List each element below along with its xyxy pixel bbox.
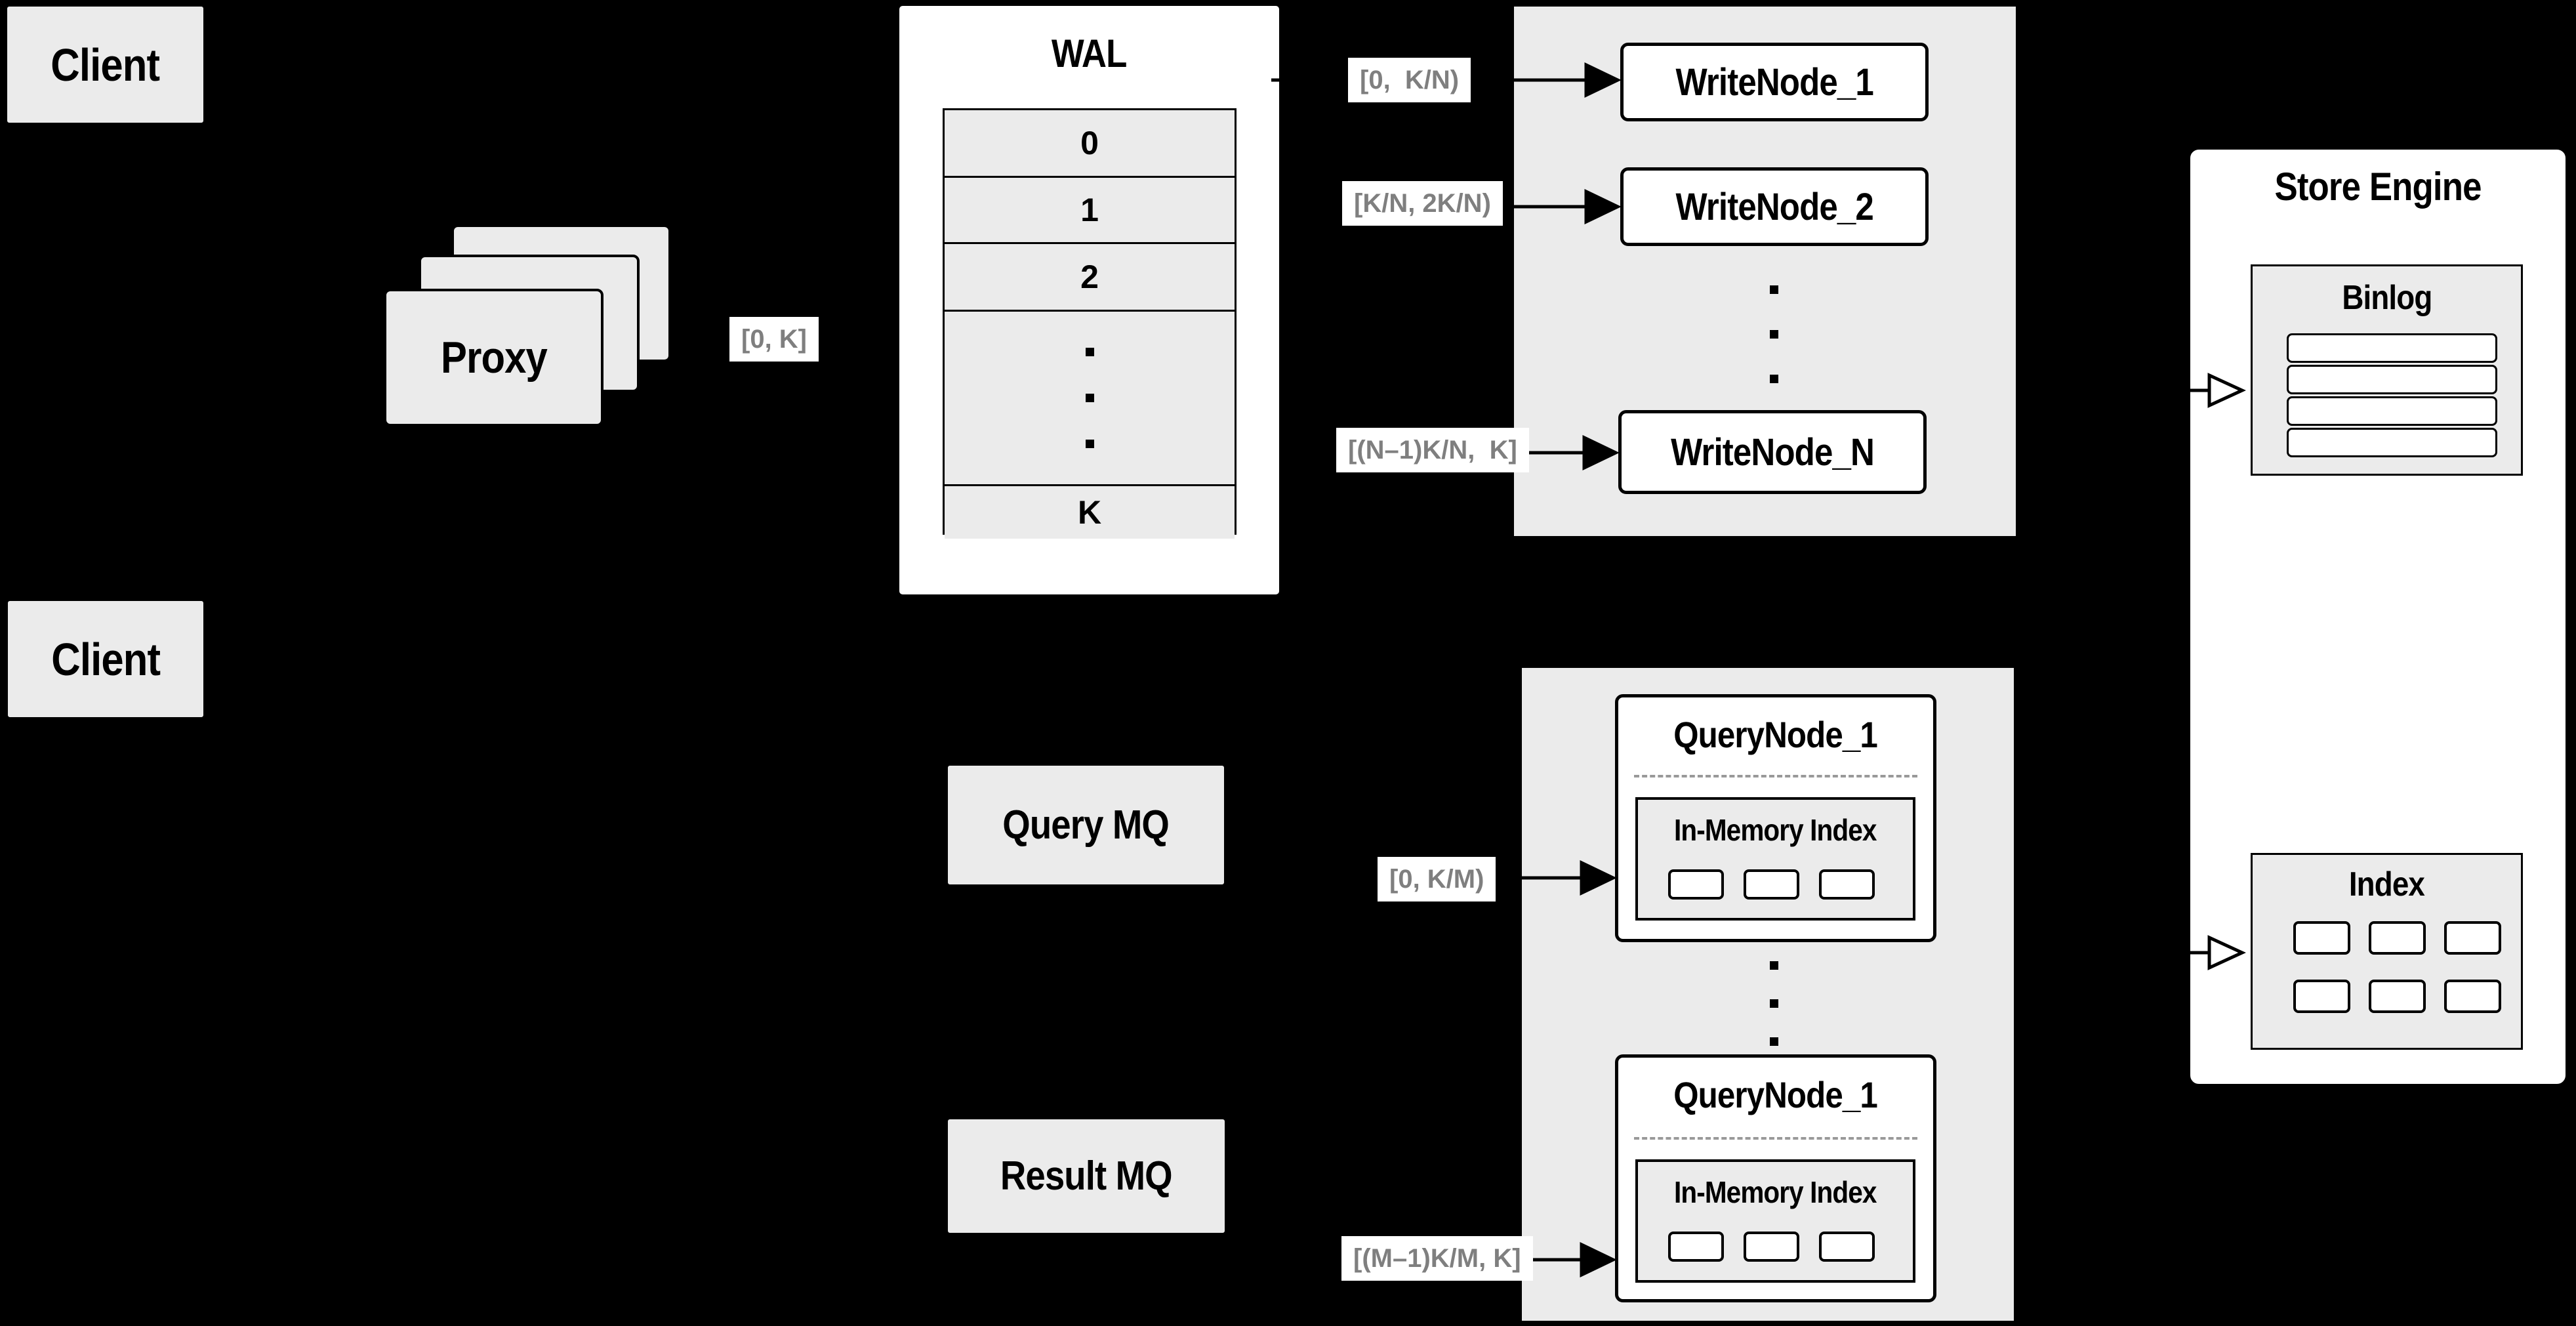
ellipsis-dot <box>1085 348 1094 356</box>
binlog-box: Binlog <box>2251 264 2523 476</box>
query-node-bottom-in-memory-index: In-Memory Index <box>1635 1159 1915 1283</box>
result-mq-label: Result MQ <box>1000 1153 1173 1199</box>
ellipsis-dot <box>1085 394 1094 402</box>
wal-row-ellipsis <box>945 310 1235 484</box>
segment-cell <box>1668 869 1724 900</box>
ellipsis-dot <box>1085 440 1094 448</box>
binlog-row <box>2287 365 2497 394</box>
wal-box: WAL 0 1 2 K <box>897 4 1281 596</box>
segment-cell <box>1668 1232 1724 1262</box>
write-node-2-box: WriteNode_2 <box>1620 167 1929 246</box>
query-node-bottom-box: QueryNode_1 In-Memory Index <box>1615 1054 1936 1302</box>
write-node-1-label: WriteNode_1 <box>1675 60 1873 104</box>
write-node-1-box: WriteNode_1 <box>1620 43 1929 121</box>
segment-cell <box>1744 1232 1799 1262</box>
ellipsis-dot <box>1770 330 1778 339</box>
wal-table: 0 1 2 K <box>943 108 1237 539</box>
chip-write-node-2: [K/N, 2K/N) <box>1342 181 1503 226</box>
query-node-top-title: QueryNode_1 <box>1673 713 1879 755</box>
ellipsis-dot <box>1770 1037 1778 1046</box>
chip-query-node-1: [0, K/M) <box>1378 857 1496 901</box>
binlog-title-wrap: Binlog <box>2253 266 2521 329</box>
binlog-row <box>2287 396 2497 426</box>
imi-bottom-title-wrap: In-Memory Index <box>1638 1162 1913 1222</box>
client-bottom-label: Client <box>51 633 161 685</box>
query-node-top-in-memory-index: In-Memory Index <box>1635 797 1915 921</box>
client-top-box: Client <box>5 5 205 125</box>
index-cells <box>2293 921 2501 1013</box>
write-node-2-label: WriteNode_2 <box>1675 185 1873 228</box>
write-node-ellipsis <box>1770 285 1778 383</box>
index-cell <box>2293 921 2350 955</box>
index-cell <box>2444 921 2501 955</box>
imi-top-title-wrap: In-Memory Index <box>1638 800 1913 860</box>
write-node-n-label: WriteNode_N <box>1671 430 1875 474</box>
ellipsis-dot <box>1770 961 1778 970</box>
query-node-ellipsis <box>1770 961 1778 1046</box>
ellipsis-dot <box>1770 999 1778 1008</box>
query-node-bottom-title: QueryNode_1 <box>1673 1073 1879 1115</box>
binlog-title: Binlog <box>2341 279 2432 317</box>
client-top-label: Client <box>51 39 161 91</box>
index-cell <box>2444 980 2501 1013</box>
query-node-top-divider <box>1634 775 1917 777</box>
ellipsis-dot <box>1770 375 1778 383</box>
client-bottom-box: Client <box>6 599 205 719</box>
query-node-bottom-title-wrap: QueryNode_1 <box>1618 1058 1933 1131</box>
imi-top-title: In-Memory Index <box>1674 813 1877 847</box>
query-node-top-box: QueryNode_1 In-Memory Index <box>1615 694 1936 942</box>
index-title-wrap: Index <box>2253 855 2521 914</box>
segment-cell <box>1819 869 1875 900</box>
query-mq-label: Query MQ <box>1002 802 1170 848</box>
index-cell <box>2369 980 2426 1013</box>
segment-cell <box>1819 1232 1875 1262</box>
wal-row-0: 0 <box>945 110 1235 176</box>
chip-write-node-1: [0, K/N) <box>1348 58 1471 102</box>
index-box: Index <box>2251 853 2523 1050</box>
wal-title: WAL <box>1052 31 1128 75</box>
chip-proxy-to-wal: [0, K] <box>729 317 819 362</box>
wal-row-k: K <box>945 484 1235 539</box>
query-mq-box: Query MQ <box>946 764 1226 886</box>
segment-cell <box>1744 869 1799 900</box>
imi-top-cells <box>1668 869 1875 900</box>
store-engine-title-wrap: Store Engine <box>2190 150 2566 223</box>
store-engine-box: Store Engine Binlog Index <box>2188 148 2567 1086</box>
result-mq-box: Result MQ <box>946 1117 1227 1235</box>
wal-row-1: 1 <box>945 176 1235 242</box>
proxy-label: Proxy <box>440 333 548 383</box>
write-node-n-box: WriteNode_N <box>1618 410 1927 494</box>
ellipsis-dot <box>1770 285 1778 294</box>
index-cell <box>2369 921 2426 955</box>
query-node-top-title-wrap: QueryNode_1 <box>1618 697 1933 771</box>
chip-write-node-n: [(N–1)K/N, K] <box>1336 428 1529 472</box>
store-engine-title: Store Engine <box>2274 164 2482 209</box>
wal-row-2: 2 <box>945 242 1235 310</box>
index-title: Index <box>2348 865 2425 903</box>
binlog-rows <box>2287 333 2497 457</box>
index-cell <box>2293 980 2350 1013</box>
imi-bottom-title: In-Memory Index <box>1674 1175 1877 1209</box>
chip-query-node-m: [(M–1)K/M, K] <box>1341 1236 1533 1281</box>
proxy-card-front: Proxy <box>384 289 603 426</box>
query-node-bottom-divider <box>1634 1137 1917 1140</box>
wal-title-wrap: WAL <box>899 6 1279 101</box>
binlog-row <box>2287 428 2497 457</box>
imi-bottom-cells <box>1668 1232 1875 1262</box>
binlog-row <box>2287 333 2497 363</box>
